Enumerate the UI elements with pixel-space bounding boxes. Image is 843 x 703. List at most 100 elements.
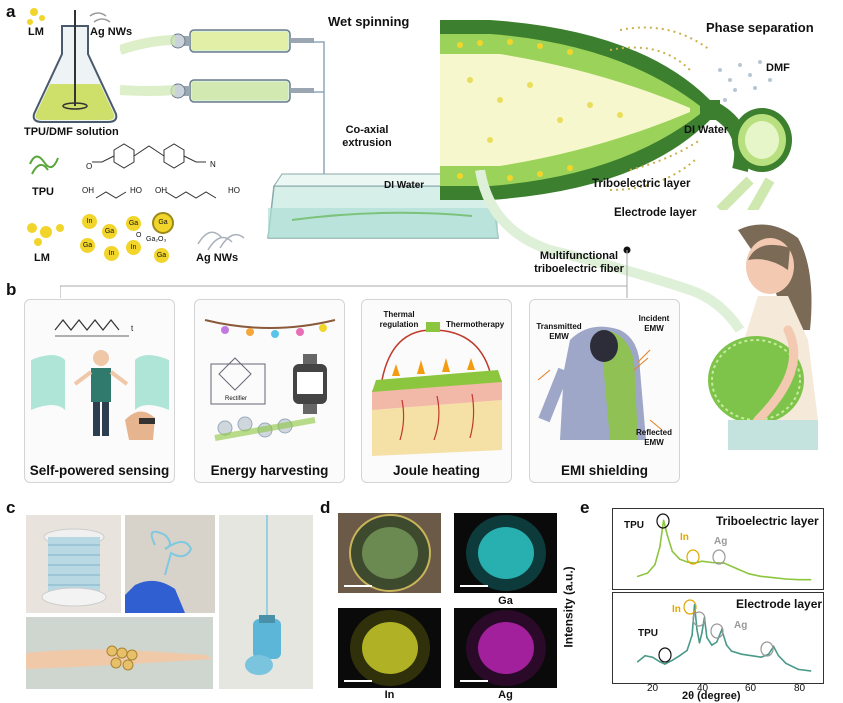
xrd-data-point [701, 560, 703, 562]
xrd-data-point [716, 641, 718, 643]
flask-illustration [27, 8, 118, 123]
bottom-in: In [672, 604, 681, 615]
xrd-series-line [637, 520, 811, 581]
triboelectric-layer-label: Triboelectric layer [592, 178, 691, 190]
xrd-data-point [659, 661, 661, 663]
xrd-data-point [671, 550, 674, 553]
rectifier-label: Rectifier [225, 396, 248, 402]
extrusion-lines [312, 41, 325, 188]
top-tpu: TPU [624, 520, 644, 531]
xrd-data-point [748, 573, 750, 575]
chem-oh2: OH [155, 186, 167, 195]
xrd-data-point [698, 642, 701, 644]
agnws-icon [197, 231, 245, 251]
xrd-data-point [644, 654, 646, 657]
xrd-data-point [646, 572, 649, 574]
xrd-data-point [760, 656, 762, 658]
xrd-data-point [664, 663, 666, 665]
sensing-illustration [31, 319, 169, 440]
chem-oh1: OH [82, 186, 94, 195]
particle-ga: Ga [102, 224, 117, 239]
particle-ga: Ga [80, 238, 95, 253]
xrd-data-point [701, 632, 703, 634]
syringes-illustration [120, 29, 314, 103]
emi-illustration [537, 326, 663, 440]
reflected-emw-label: Reflected EMW [635, 428, 672, 447]
card-title: EMI shielding [560, 463, 648, 478]
xrd-plot-top [612, 508, 824, 590]
phase-separation-illustration [440, 20, 792, 210]
eds-label-in: In [384, 689, 395, 701]
multifunctional-label: Multifunctional triboelectric fiber [534, 250, 624, 275]
xrd-data-point [725, 644, 728, 646]
top-in: In [680, 532, 689, 543]
photo-bracelet [26, 617, 213, 689]
xrd-data-point [797, 668, 800, 671]
scale-bar [344, 680, 372, 682]
top-ag: Ag [714, 536, 728, 547]
scale-bar [460, 680, 488, 682]
lm-label: LM [28, 26, 44, 38]
panel-label-e: e [580, 498, 590, 517]
tpu-icon [29, 155, 59, 175]
scale-bar [344, 585, 372, 587]
x-tick: 60 [745, 683, 757, 694]
xrd-data-point [666, 534, 669, 537]
eds-map-ga [454, 513, 557, 593]
phase-separation-title: Phase separation [706, 20, 814, 35]
pregnant-woman-illustration [708, 224, 818, 450]
xrd-data-point [711, 644, 713, 646]
xrd-data-point [720, 629, 723, 631]
particle-in: In [126, 240, 141, 255]
sensing-t-label: t [131, 324, 134, 333]
card-energy-harvesting: Rectifier Energy harvesting [194, 299, 345, 483]
xrd-data-point [693, 604, 696, 606]
panel-label-a: a [6, 2, 16, 21]
particle-in: In [82, 214, 97, 229]
xrd-data-point [797, 578, 800, 581]
xrd-data-point [785, 662, 787, 665]
fiber-flow-illustration [475, 170, 745, 333]
electrode-layer-label: Electrode layer [614, 207, 697, 219]
xrd-data-point [651, 656, 654, 658]
xrd-data-point [777, 654, 780, 657]
thermal-regulation-label: Thermal regulation [379, 310, 419, 329]
xrd-data-point [750, 654, 753, 657]
dmf-label: DMF [766, 62, 790, 74]
agnws-bottom-label: Ag NWs [196, 252, 239, 264]
energy-illustration [204, 319, 336, 441]
ga2o3-label: Ga₂O₃ [146, 236, 167, 243]
eds-label-ga: Ga [498, 595, 513, 607]
coaxial-label: Co-axial extrusion [342, 124, 392, 149]
xrd-data-point [654, 563, 656, 566]
xrd-data-point [686, 649, 688, 652]
xrd-data-point [696, 629, 698, 631]
peak-marker [710, 623, 724, 639]
x-tick: 80 [794, 683, 806, 694]
di-water-label: DI Water [684, 124, 729, 136]
xrd-data-point [636, 575, 639, 578]
particle-ga: Ga [152, 212, 174, 234]
xrd-data-point [809, 670, 812, 672]
xrd-data-point [730, 650, 733, 652]
eds-map-ag [454, 608, 557, 688]
peak-marker [692, 611, 706, 627]
card-title: Joule heating [392, 463, 480, 478]
xrd-data-point [767, 653, 770, 655]
xrd-data-point [671, 659, 674, 662]
xrd-data-point [723, 562, 725, 564]
xrd-data-point [678, 558, 681, 560]
xrd-data-point [636, 661, 639, 663]
xrd-data-point [711, 561, 713, 564]
card-self-powered-sensing: t Self-powered sensing [24, 299, 175, 483]
xrd-data-point [691, 634, 693, 636]
lm-droplets-icon [27, 223, 64, 246]
lm-bottom-label: LM [34, 252, 50, 264]
xrd-data-point [760, 575, 762, 578]
joule-illustration [372, 322, 502, 456]
scale-bar [460, 585, 488, 587]
solution-label: TPU/DMF solution [24, 126, 119, 138]
xrd-data-point [785, 578, 787, 580]
photo-spool [26, 515, 121, 613]
particle-ga: Ga [154, 248, 169, 263]
